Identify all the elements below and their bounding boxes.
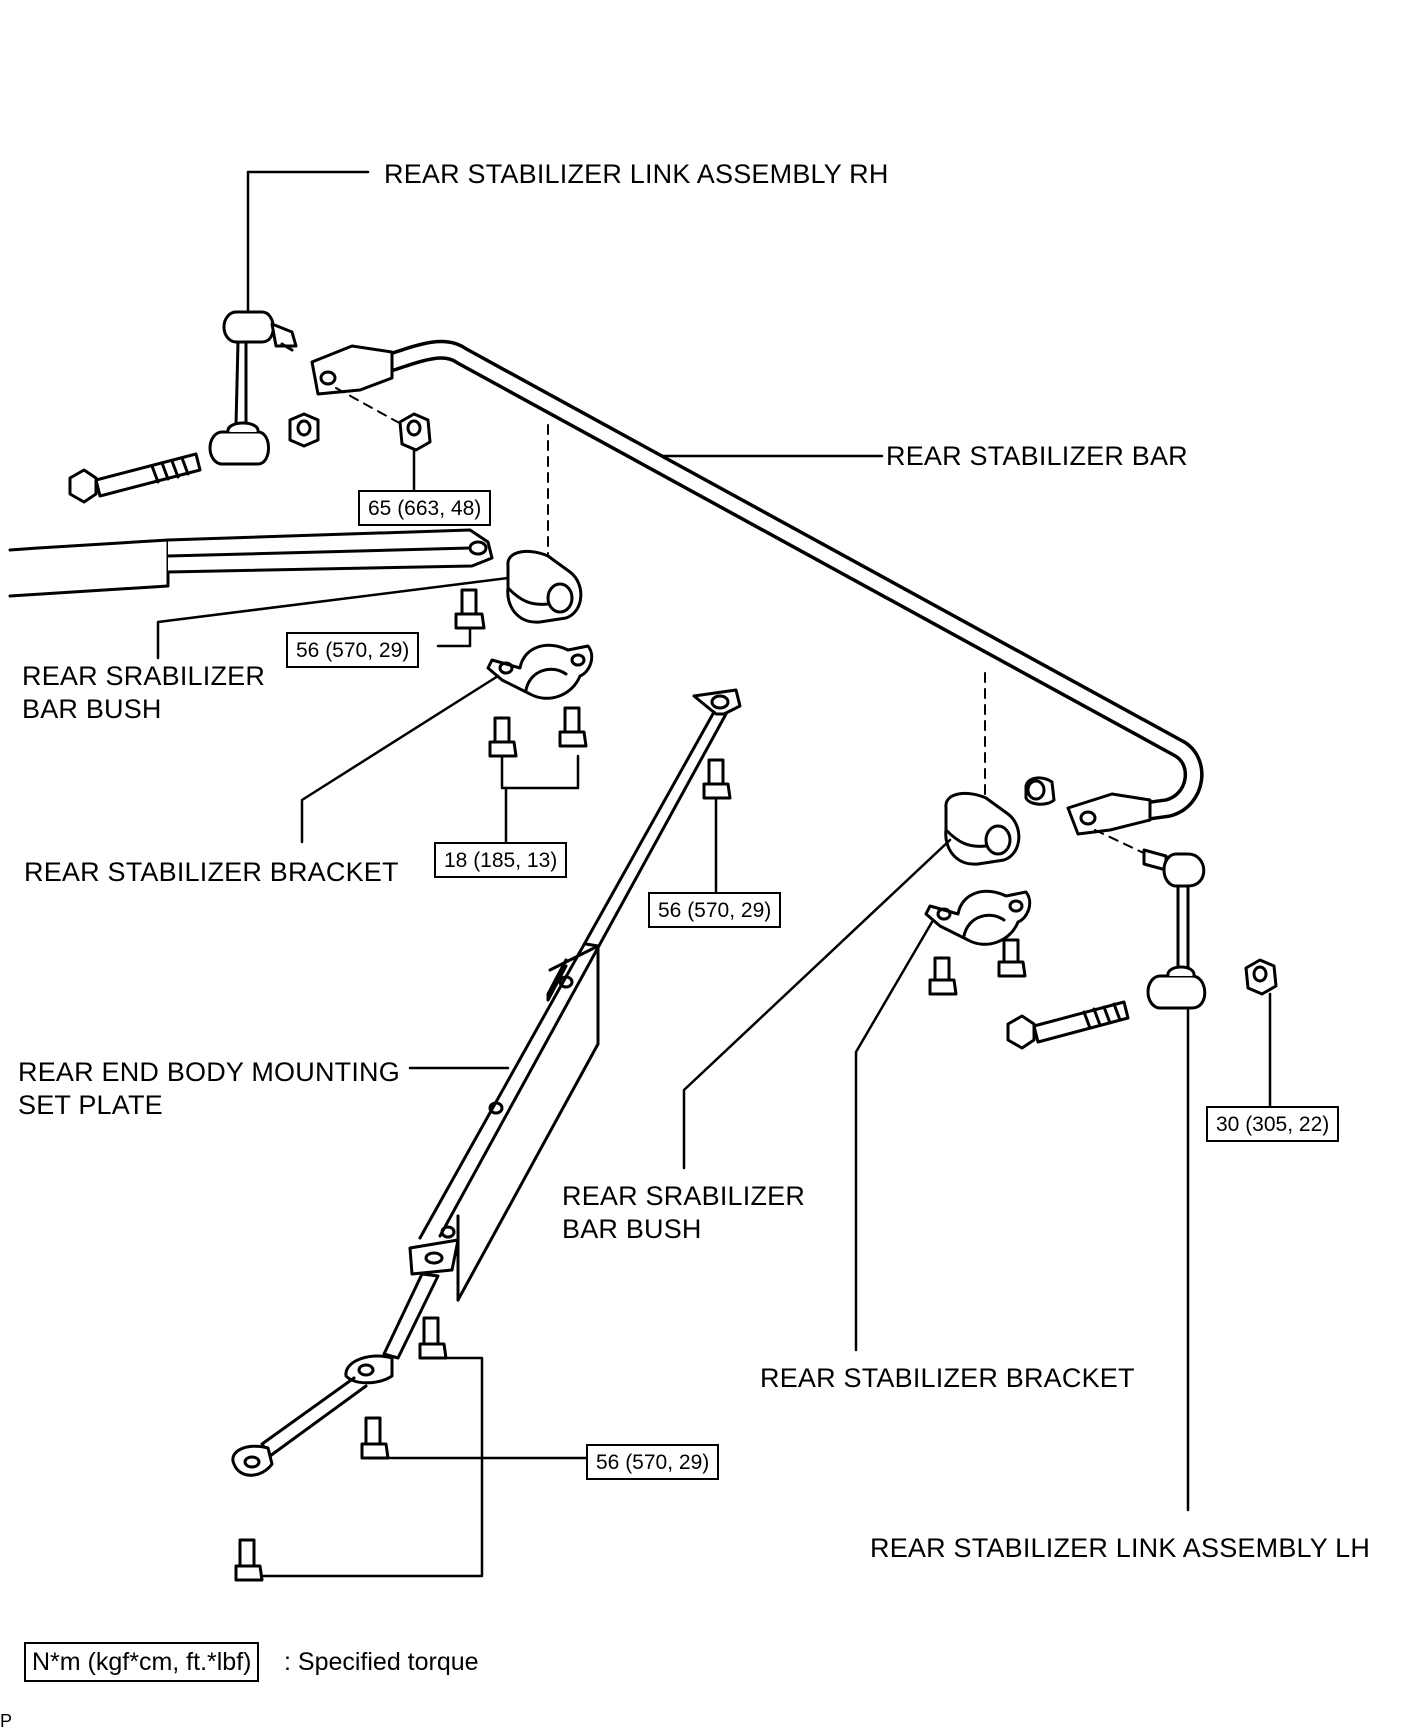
torque-link-nut-rh: 65 (663, 48) (358, 490, 492, 526)
bar-bush-left (506, 549, 583, 624)
label-bar-bush-right-line1: REAR SRABILIZER (562, 1181, 806, 1211)
legend-description: : Specified torque (284, 1648, 479, 1676)
bolts-plate-lower (234, 1316, 448, 1582)
torque-bracket-bolts-left: 18 (185, 13) (434, 842, 568, 878)
torque-plate-bolt-upper: 56 (570, 29) (648, 892, 782, 928)
bracket-left (486, 643, 594, 700)
link-nut-rh (288, 412, 432, 452)
bolts-right (928, 938, 1027, 996)
label-bar-bush-right-line2: BAR BUSH (562, 1214, 702, 1244)
bracket-right (924, 889, 1032, 946)
link-bolt-rh (68, 452, 202, 504)
stabilizer-link-rh (208, 310, 298, 466)
label-bracket-right: REAR STABILIZER BRACKET (760, 1363, 1135, 1393)
torque-bush-bolt-left: 56 (570, 29) (286, 632, 420, 668)
stabilizer-bar (310, 339, 1204, 836)
stabilizer-link-lh (1142, 848, 1207, 1010)
bolts-left (454, 588, 732, 800)
label-link-rh: REAR STABILIZER LINK ASSEMBLY RH (384, 159, 889, 189)
label-link-lh: REAR STABILIZER LINK ASSEMBLY LH (870, 1533, 1371, 1563)
torque-plate-bolts-lower: 56 (570, 29) (586, 1444, 720, 1480)
link-nut-lh (1244, 958, 1278, 996)
label-bar-bush-left-line1: REAR SRABILIZER (22, 661, 266, 691)
label-stabilizer-bar: REAR STABILIZER BAR (886, 441, 1188, 471)
bar-end-nut-right (1024, 776, 1056, 806)
corner-mark: P (0, 1711, 13, 1731)
leader-lines (156, 170, 1272, 1578)
label-bar-bush-left-line2: BAR BUSH (22, 694, 162, 724)
mounting-set-plate (8, 528, 494, 598)
label-mounting-plate-line1: REAR END BODY MOUNTING (18, 1057, 400, 1087)
label-mounting-plate-line2: SET PLATE (18, 1090, 163, 1120)
torque-link-nut-lh: 30 (305, 22) (1206, 1106, 1340, 1142)
legend-torque-unit: N*m (kgf*cm, ft.*lbf) (24, 1642, 260, 1682)
diagonal-member (231, 688, 742, 1477)
bar-bush-right (944, 791, 1021, 866)
link-bolt-lh (1006, 1000, 1130, 1050)
label-bracket-left: REAR STABILIZER BRACKET (24, 857, 399, 887)
